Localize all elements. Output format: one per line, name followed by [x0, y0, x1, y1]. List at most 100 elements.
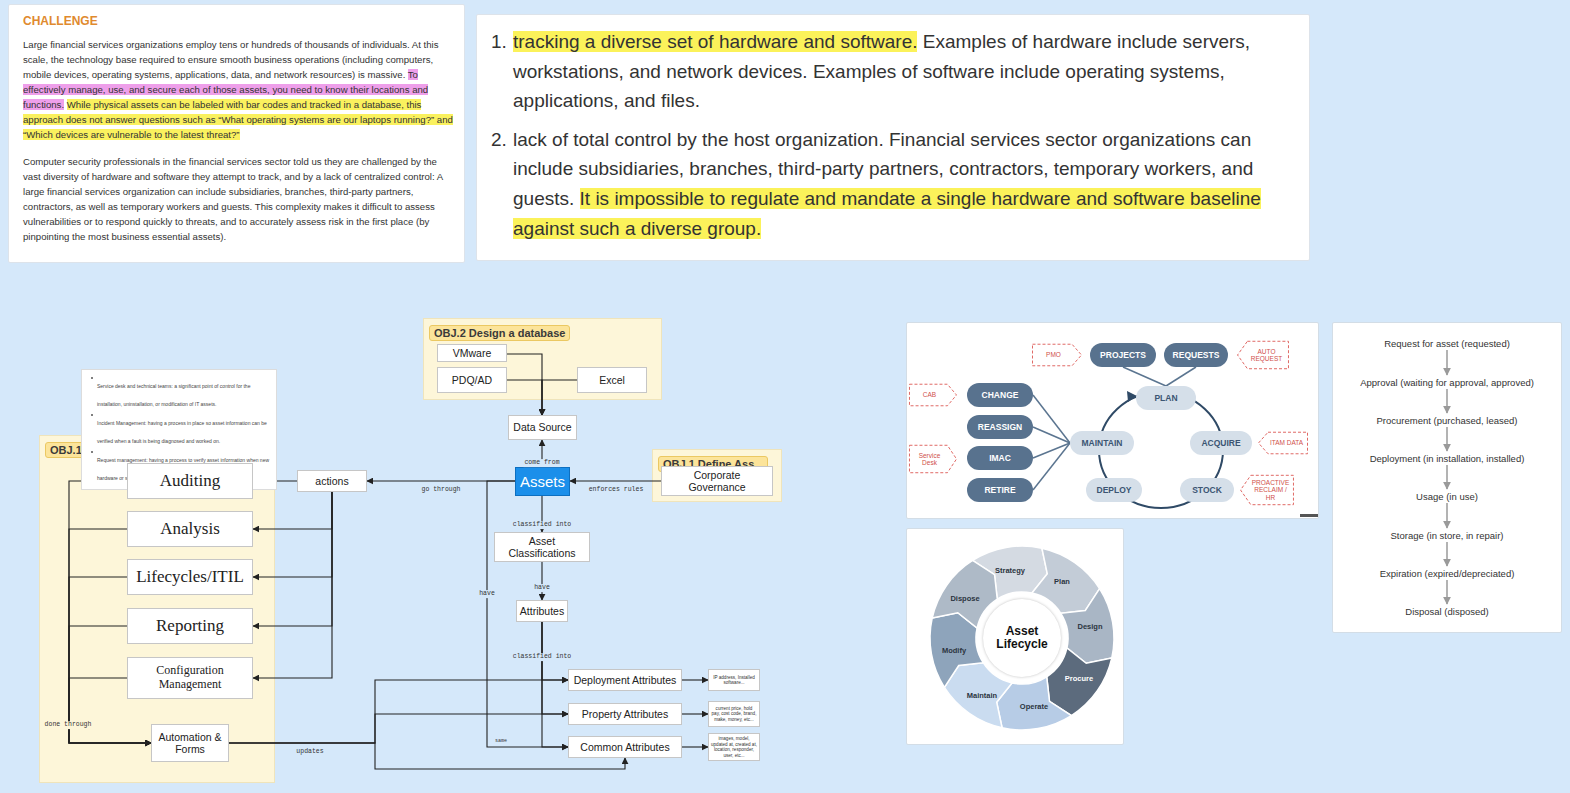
callout-outline — [1238, 341, 1289, 368]
lifecycle-center: Asset Lifecycle — [983, 599, 1061, 677]
callout-outline — [1241, 475, 1294, 504]
lifecycle-step: Approval (waiting for approval, approved… — [1339, 375, 1555, 389]
stage-pill: DEPLOY — [1086, 478, 1142, 502]
connector — [229, 680, 568, 743]
process-box: current price, hold pay, cost code, bran… — [708, 701, 760, 727]
label-text: CAB — [923, 391, 936, 398]
label-text: Reporting — [156, 616, 224, 636]
label-text: PROACTIVE RECLAIM / HR — [1250, 479, 1291, 501]
process-box: Auditing — [127, 463, 253, 499]
label-text: It is impossible to regulate and mandate… — [513, 188, 1261, 239]
process-box: actions — [297, 470, 367, 492]
connector — [1446, 580, 1448, 604]
label-text: Deployment Attributes — [574, 674, 677, 686]
process-box: Automation & Forms — [151, 724, 229, 762]
connector — [570, 480, 661, 481]
label-text: Procurement (purchased, leased) — [1377, 415, 1518, 426]
label-text: Corporate Governance — [666, 469, 768, 493]
bullet-item: Service desk and technical teams: a sign… — [90, 374, 270, 410]
list-item: 1.tracking a diverse set of hardware and… — [513, 27, 1289, 116]
label-text: Dispose — [950, 594, 979, 603]
label-text: Request for asset (requested) — [1384, 338, 1510, 349]
label-text: STOCK — [1192, 485, 1222, 495]
edge-label: updates — [295, 748, 324, 756]
segment-label-box: Dispose — [942, 592, 988, 604]
label-text: Incident Management: having a process in… — [97, 420, 267, 444]
label-text: Design — [1077, 622, 1102, 631]
lifecycle-step: Procurement (purchased, leased) — [1339, 413, 1555, 427]
connector — [1446, 465, 1448, 489]
label-text: current price, hold pay, cost code, bran… — [711, 706, 757, 723]
label-text: Service desk and technical teams: a sign… — [97, 383, 250, 407]
edge-label: enforces rules — [588, 486, 645, 494]
lifecycle-step: Disposal (disposed) — [1339, 604, 1555, 618]
connector — [541, 562, 542, 600]
process-box: Common Attributes — [568, 736, 682, 758]
stage-pill: IMAC — [967, 446, 1033, 470]
connector — [1446, 389, 1448, 413]
label-text: VMware — [453, 347, 492, 359]
callout-outline — [909, 384, 956, 406]
callout-outline — [1259, 432, 1308, 454]
process-box: Configuration Management — [127, 657, 253, 699]
lifecycle-step: Usage (in use) — [1339, 489, 1555, 503]
process-box: Attributes — [516, 600, 568, 622]
connector — [682, 679, 708, 680]
label-text: Automation & Forms — [156, 731, 224, 755]
lifecycle-step: Storage (in store, in repair) — [1339, 528, 1555, 542]
connector — [1166, 367, 1196, 386]
connector — [1446, 350, 1448, 375]
lifecycle-step: Expiration (expired/depreciated) — [1339, 566, 1555, 580]
label-text: Service Desk — [912, 452, 947, 467]
connector — [542, 622, 568, 714]
label-text: ITAM DATA — [1270, 439, 1303, 446]
stage-pill: RETIRE — [967, 478, 1033, 502]
label-text: images, model, updated at, created at, l… — [711, 736, 757, 758]
label-text: 2. — [491, 125, 513, 155]
process-box: Lifecycles/ITIL — [127, 559, 253, 595]
label-text: PMO — [1046, 351, 1061, 358]
process-box: Property Attributes — [568, 703, 682, 725]
segment-label-box: Plan — [1039, 575, 1085, 587]
label-text: PROJECTS — [1100, 350, 1146, 360]
free-label: same — [494, 738, 508, 744]
label-text: Large financial services organizations e… — [23, 39, 438, 80]
label-text: OBJ.2 Design a database — [429, 325, 570, 341]
connector — [682, 746, 708, 747]
process-box: images, model, updated at, created at, l… — [708, 733, 760, 761]
label-text: Usage (in use) — [1416, 491, 1478, 502]
label-text: Deployment (in installation, installed) — [1370, 453, 1525, 464]
label-text: actions — [315, 475, 348, 487]
process-box: Excel — [577, 367, 647, 393]
paragraph: Computer security professionals in the f… — [23, 154, 454, 244]
stage-pill: ACQUIRE — [1190, 431, 1252, 455]
label-text: Maintain — [967, 691, 997, 700]
process-box: Corporate Governance — [661, 466, 773, 496]
connector — [1033, 443, 1070, 490]
stage-pill: MAINTAIN — [1070, 431, 1134, 455]
connector — [1446, 542, 1448, 566]
process-box: Asset Classifications — [494, 532, 590, 562]
label-text: Common Attributes — [580, 741, 669, 753]
connector — [542, 622, 568, 680]
label-text: Plan — [1054, 577, 1070, 586]
bullet-item: Incident Management: having a process in… — [90, 411, 270, 447]
label-text: PLAN — [1154, 393, 1177, 403]
callout-arrow: AUTO REQUEST — [1237, 341, 1289, 369]
lifecycle-step: Deployment (in installation, installed) — [1339, 451, 1555, 465]
callout-outline — [1033, 344, 1082, 366]
callout-arrow: CAB — [909, 384, 957, 406]
connector — [1033, 427, 1070, 443]
label-text: IMAC — [989, 453, 1011, 463]
label-text: Expiration (expired/depreciated) — [1380, 568, 1515, 579]
edge-label: done through — [44, 721, 93, 729]
objective-group: OBJ.1 Define Ass...Corporate Governance — [652, 449, 782, 502]
label-text: Operate — [1020, 702, 1048, 711]
label-text: Asset Classifications — [499, 535, 585, 559]
label-text: CHALLENGE — [23, 14, 454, 28]
label-text: Configuration Management — [132, 664, 248, 692]
callout-outline — [909, 445, 956, 472]
process-box: Data Source — [508, 415, 577, 440]
connector — [1446, 427, 1448, 451]
